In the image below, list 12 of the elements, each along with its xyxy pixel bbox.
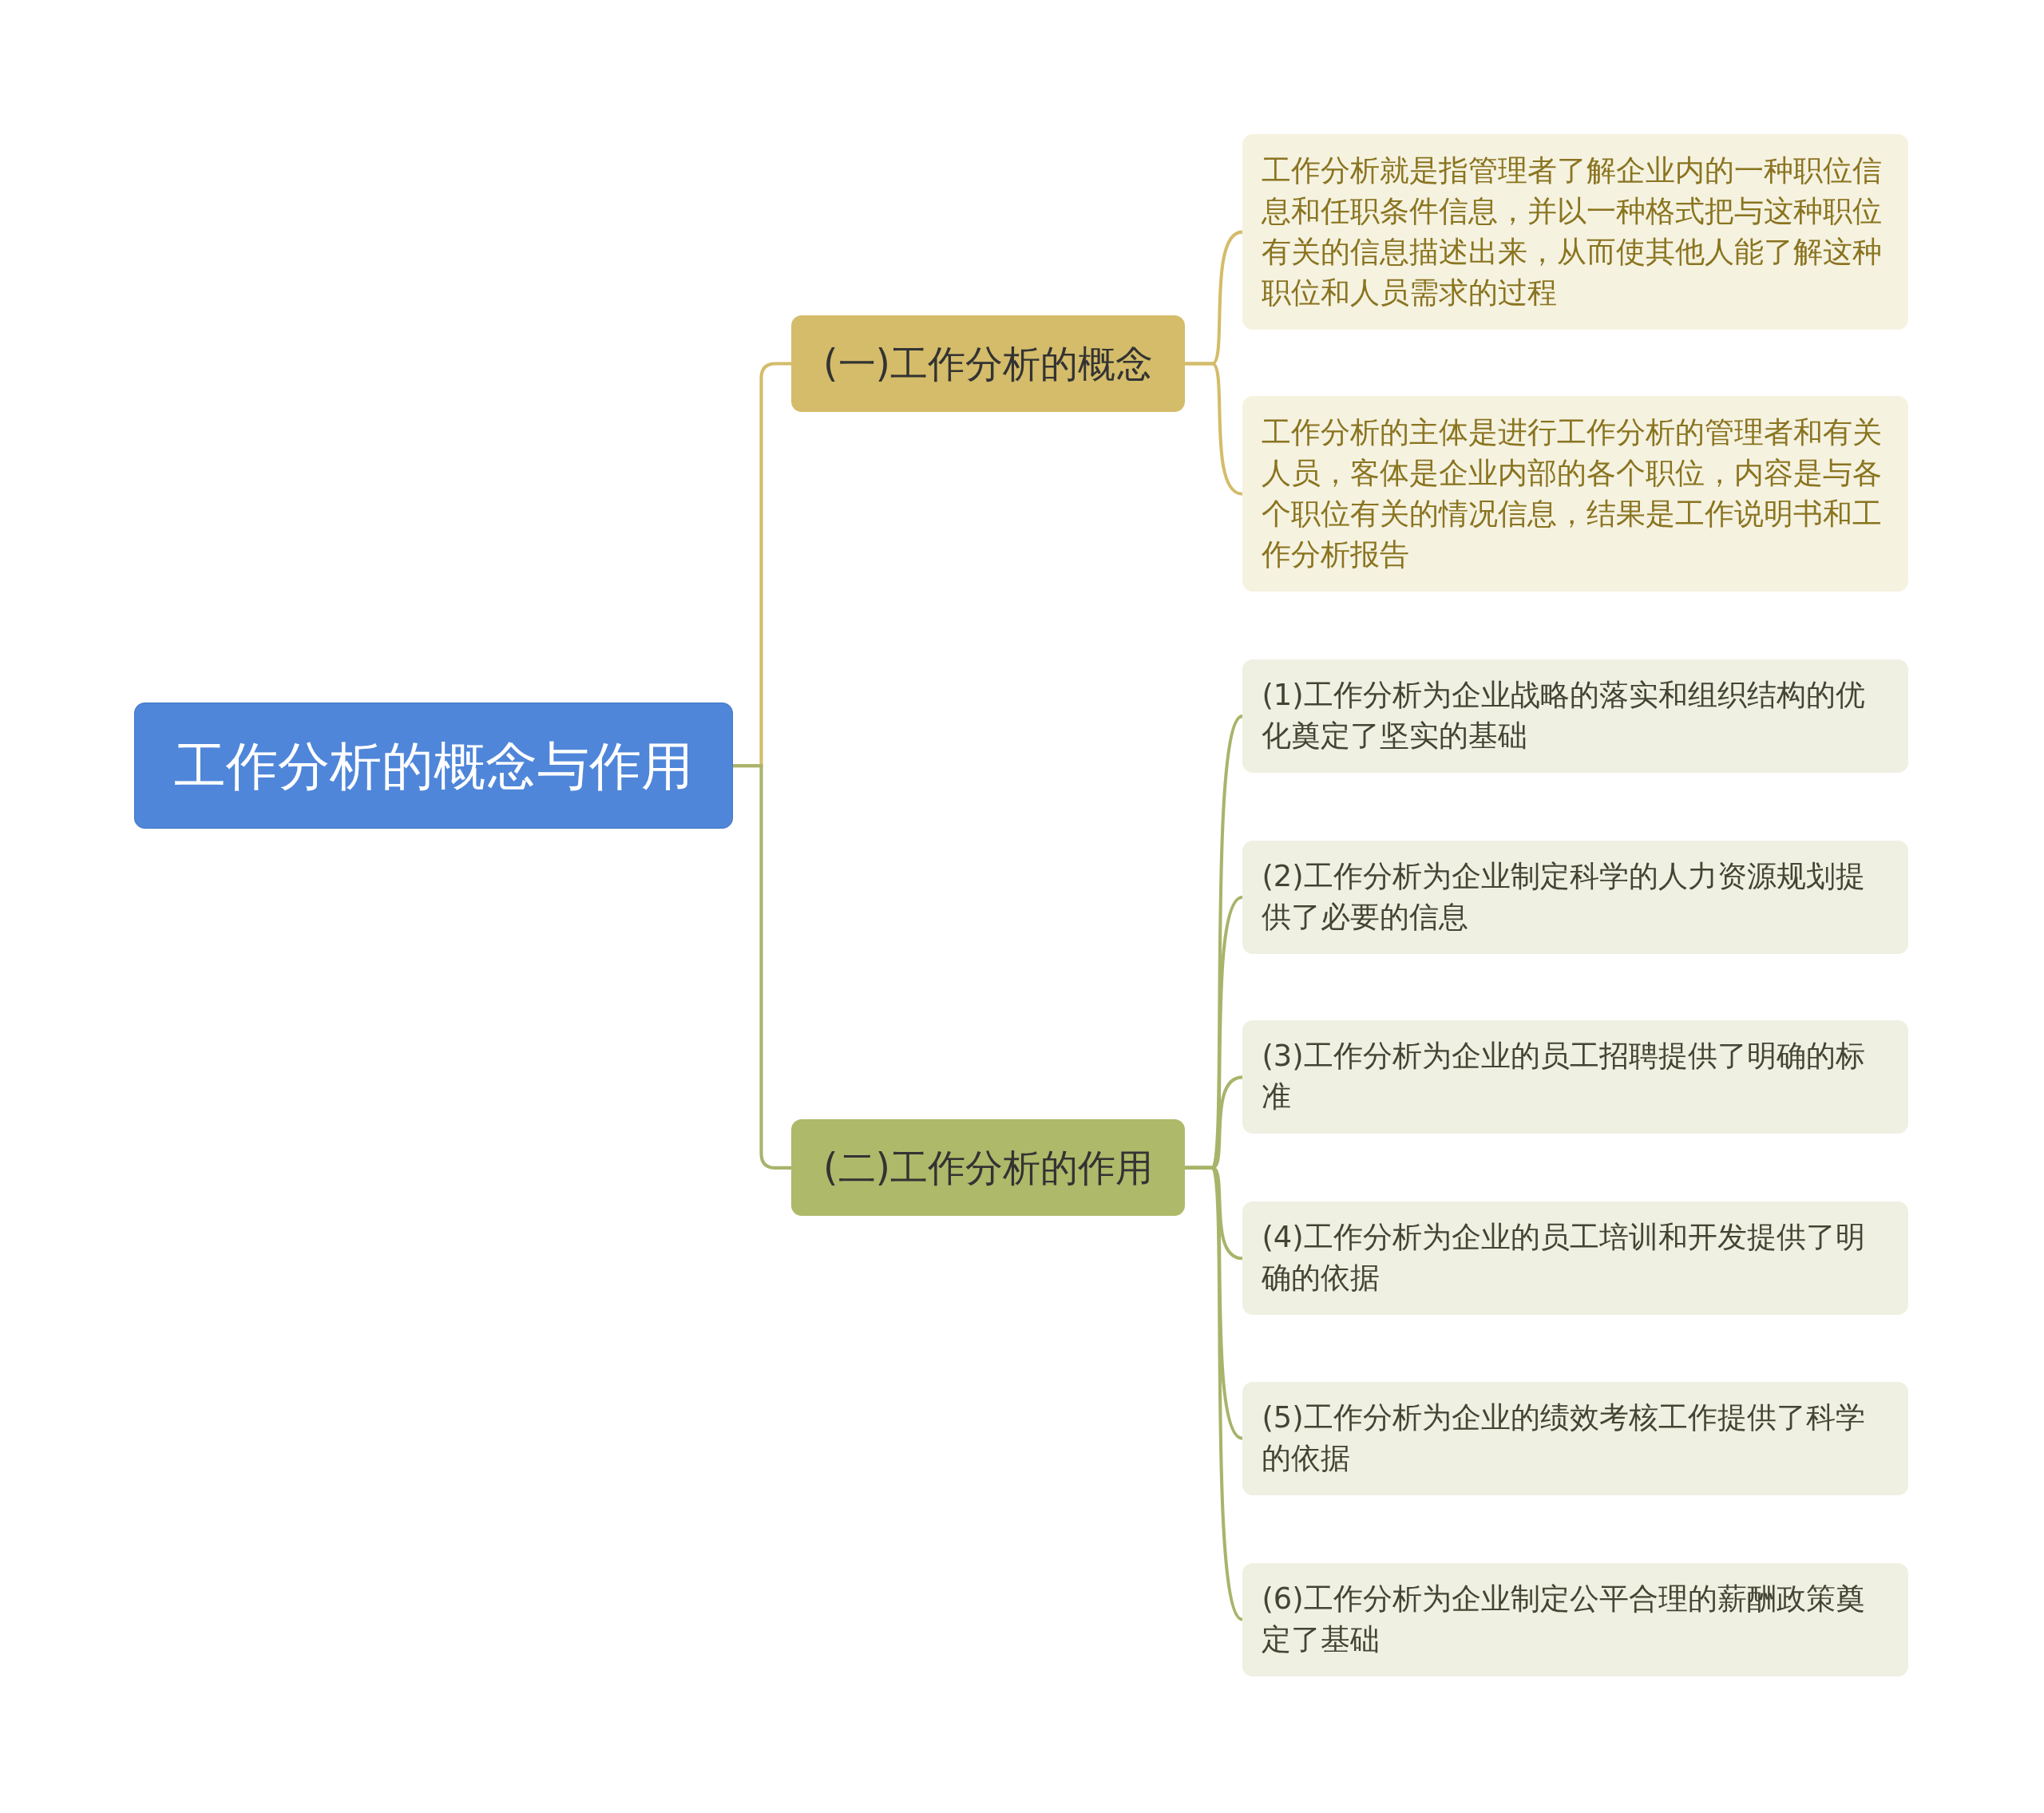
connector-line xyxy=(1185,362,1243,496)
topic-box: (一)工作分析的概念 xyxy=(791,315,1186,412)
note-box: (4)工作分析为企业的员工培训和开发提供了明确的依据 xyxy=(1242,1201,1909,1316)
note-box: (3)工作分析为企业的员工招聘提供了明确的标准 xyxy=(1242,1020,1909,1134)
topic-box: (二)工作分析的作用 xyxy=(791,1119,1186,1217)
note-box: 工作分析的主体是进行工作分析的管理者和有关人员，客体是企业内部的各个职位，内容是与各个职位有关的情况信息，结果是工作说明书和工作分析报告 xyxy=(1242,396,1909,592)
note-box: (2)工作分析为企业制定科学的人力资源规划提供了必要的信息 xyxy=(1242,841,1909,955)
note-box: (1)工作分析为企业战略的落实和组织结构的优化奠定了坚实的基础 xyxy=(1242,659,1909,774)
note-box: (5)工作分析为企业的绩效考核工作提供了科学的依据 xyxy=(1242,1381,1909,1495)
root-topic-box: 工作分析的概念与作用 xyxy=(134,703,733,829)
note-box: (6)工作分析为企业制定公平合理的薪酬政策奠定了基础 xyxy=(1242,1562,1909,1676)
note-box: 工作分析就是指管理者了解企业内的一种职位信息和任职条件信息，并以一种格式把与这种职位有关的信息描述出来，从而使其他人能了解这种职位和人员需求的过程 xyxy=(1242,134,1909,331)
